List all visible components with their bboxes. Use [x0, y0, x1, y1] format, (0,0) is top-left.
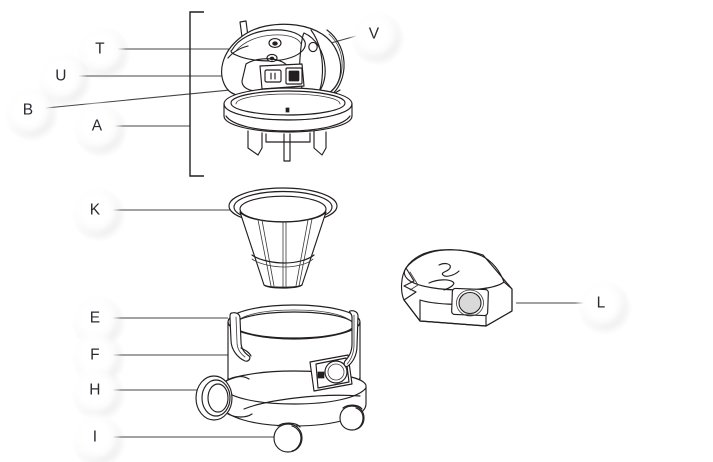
- cord-rewind-button: [308, 41, 318, 53]
- hose-cuff-inner: [207, 383, 229, 413]
- callout-h: H: [69, 364, 126, 422]
- callout-b-halo: [2, 84, 54, 136]
- dust-bag: [400, 249, 513, 327]
- collar-seam-mark: [285, 107, 290, 113]
- tank-latch-left[interactable]: [229, 312, 252, 362]
- carry-handle-inner-edge: [235, 34, 302, 52]
- callout-u-halo: [35, 50, 87, 102]
- motor-collar-hairline: [235, 93, 341, 105]
- dust-bag-crease-upper: [438, 263, 460, 277]
- cone-filter: [228, 187, 338, 289]
- motor-collar-upper-inner-ring: [230, 90, 346, 116]
- callout-f-letter: F: [90, 347, 100, 364]
- tank-latch-right-body: [343, 310, 359, 368]
- cone-filter-mid-band: [251, 254, 315, 264]
- hose-inlet-opening-inner: [327, 363, 345, 381]
- tank-rim-hairline: [235, 309, 353, 323]
- dust-bag-left-pleat-crease: [409, 271, 419, 291]
- caster-wheels: [273, 404, 365, 453]
- motor-collar-skirt-bottom-edge: [225, 115, 351, 132]
- callout-k-letter: K: [90, 202, 101, 219]
- callout-v: V: [348, 8, 405, 66]
- callout-group: T U B A V: [2, 8, 632, 462]
- tank-base-sweep-line: [243, 394, 361, 410]
- callout-i-letter: I: [93, 429, 98, 446]
- dust-bag-collar-opening: [458, 291, 482, 315]
- prong-left: [247, 130, 263, 156]
- cone-filter-bottom: [263, 284, 303, 289]
- tank-latch-right[interactable]: [343, 310, 359, 368]
- motor-head-bracket: [189, 11, 204, 177]
- caster-wheel-rear-tyre: [339, 405, 365, 431]
- hose-cuff-mid: [201, 379, 231, 417]
- callout-a-halo: [71, 100, 123, 152]
- accessory-socket-opening: [288, 70, 300, 82]
- motor-head-assembly: [221, 20, 353, 162]
- caster-wheel-front-bracket: [277, 422, 301, 428]
- hose-inlet: [309, 354, 353, 392]
- callout-t-letter: T: [95, 41, 105, 58]
- callout-i: I: [69, 411, 126, 462]
- caster-wheel-rear: [339, 404, 365, 431]
- callout-b: B: [2, 84, 59, 142]
- callout-l: L: [575, 277, 632, 335]
- dust-bag-crease-lower: [428, 279, 455, 291]
- cone-filter-mesh-ribs: [257, 218, 313, 289]
- callout-b-letter: B: [23, 102, 34, 119]
- callout-u: U: [35, 50, 92, 108]
- tank-latch-left-crease: [235, 316, 246, 358]
- callout-l-halo: [575, 277, 627, 329]
- tank-latch-left-body: [229, 312, 251, 362]
- callout-l-letter: L: [597, 295, 606, 312]
- callout-v-halo: [348, 8, 400, 60]
- caster-wheel-front-inner: [291, 425, 302, 452]
- hose-cuff-outer: [195, 375, 233, 421]
- callout-h-letter: H: [89, 382, 100, 399]
- hose-inlet-latch-notch: [317, 371, 325, 379]
- tank-latch-right-crease: [346, 314, 355, 365]
- power-switch-symbol: [270, 72, 276, 80]
- callout-e-halo: [69, 292, 121, 344]
- hose-cuff-neck-lower: [227, 413, 253, 418]
- callout-t-halo: [74, 23, 126, 75]
- caster-wheel-front-tyre: [273, 423, 303, 453]
- callout-k-halo: [69, 184, 121, 236]
- motor-base-prongs: [247, 130, 327, 162]
- power-cord-loop-inner: [328, 33, 343, 93]
- callout-a: A: [71, 100, 128, 158]
- callout-h-halo: [69, 364, 121, 416]
- caster-wheel-rear-inner: [355, 407, 364, 430]
- motor-collar-skirt: [223, 103, 353, 133]
- hose-cuff: [195, 375, 253, 421]
- caster-wheel-front: [273, 422, 303, 453]
- power-switch[interactable]: [264, 69, 282, 83]
- prong-right: [313, 130, 327, 156]
- carry-handle: [230, 29, 306, 62]
- tank-assembly: [195, 304, 367, 453]
- callout-e-letter: E: [90, 310, 101, 327]
- cone-filter-mid-band-lower: [251, 258, 314, 268]
- callout-k: K: [69, 184, 126, 242]
- power-cord-loop: [326, 29, 345, 96]
- callout-v-letter: V: [369, 26, 380, 43]
- dust-bag-left-pleat: [403, 267, 417, 301]
- dust-bag-collar-inner-ring: [456, 289, 484, 317]
- tank-latch-left-hook: [240, 347, 252, 357]
- callout-a-letter: A: [92, 118, 103, 135]
- callout-t: T: [74, 23, 131, 81]
- callout-i-halo: [69, 411, 121, 462]
- callout-u-letter: U: [55, 68, 66, 85]
- prong-center-plate: [265, 132, 311, 143]
- dust-bag-front-panel: [403, 281, 513, 327]
- handle-pivot-center-upper: [272, 41, 278, 46]
- dome-front-facet: [227, 45, 249, 59]
- hose-cuff-neck: [225, 375, 250, 382]
- caster-wheel-rear-bracket: [342, 404, 363, 410]
- hose-inlet-bezel: [315, 357, 350, 389]
